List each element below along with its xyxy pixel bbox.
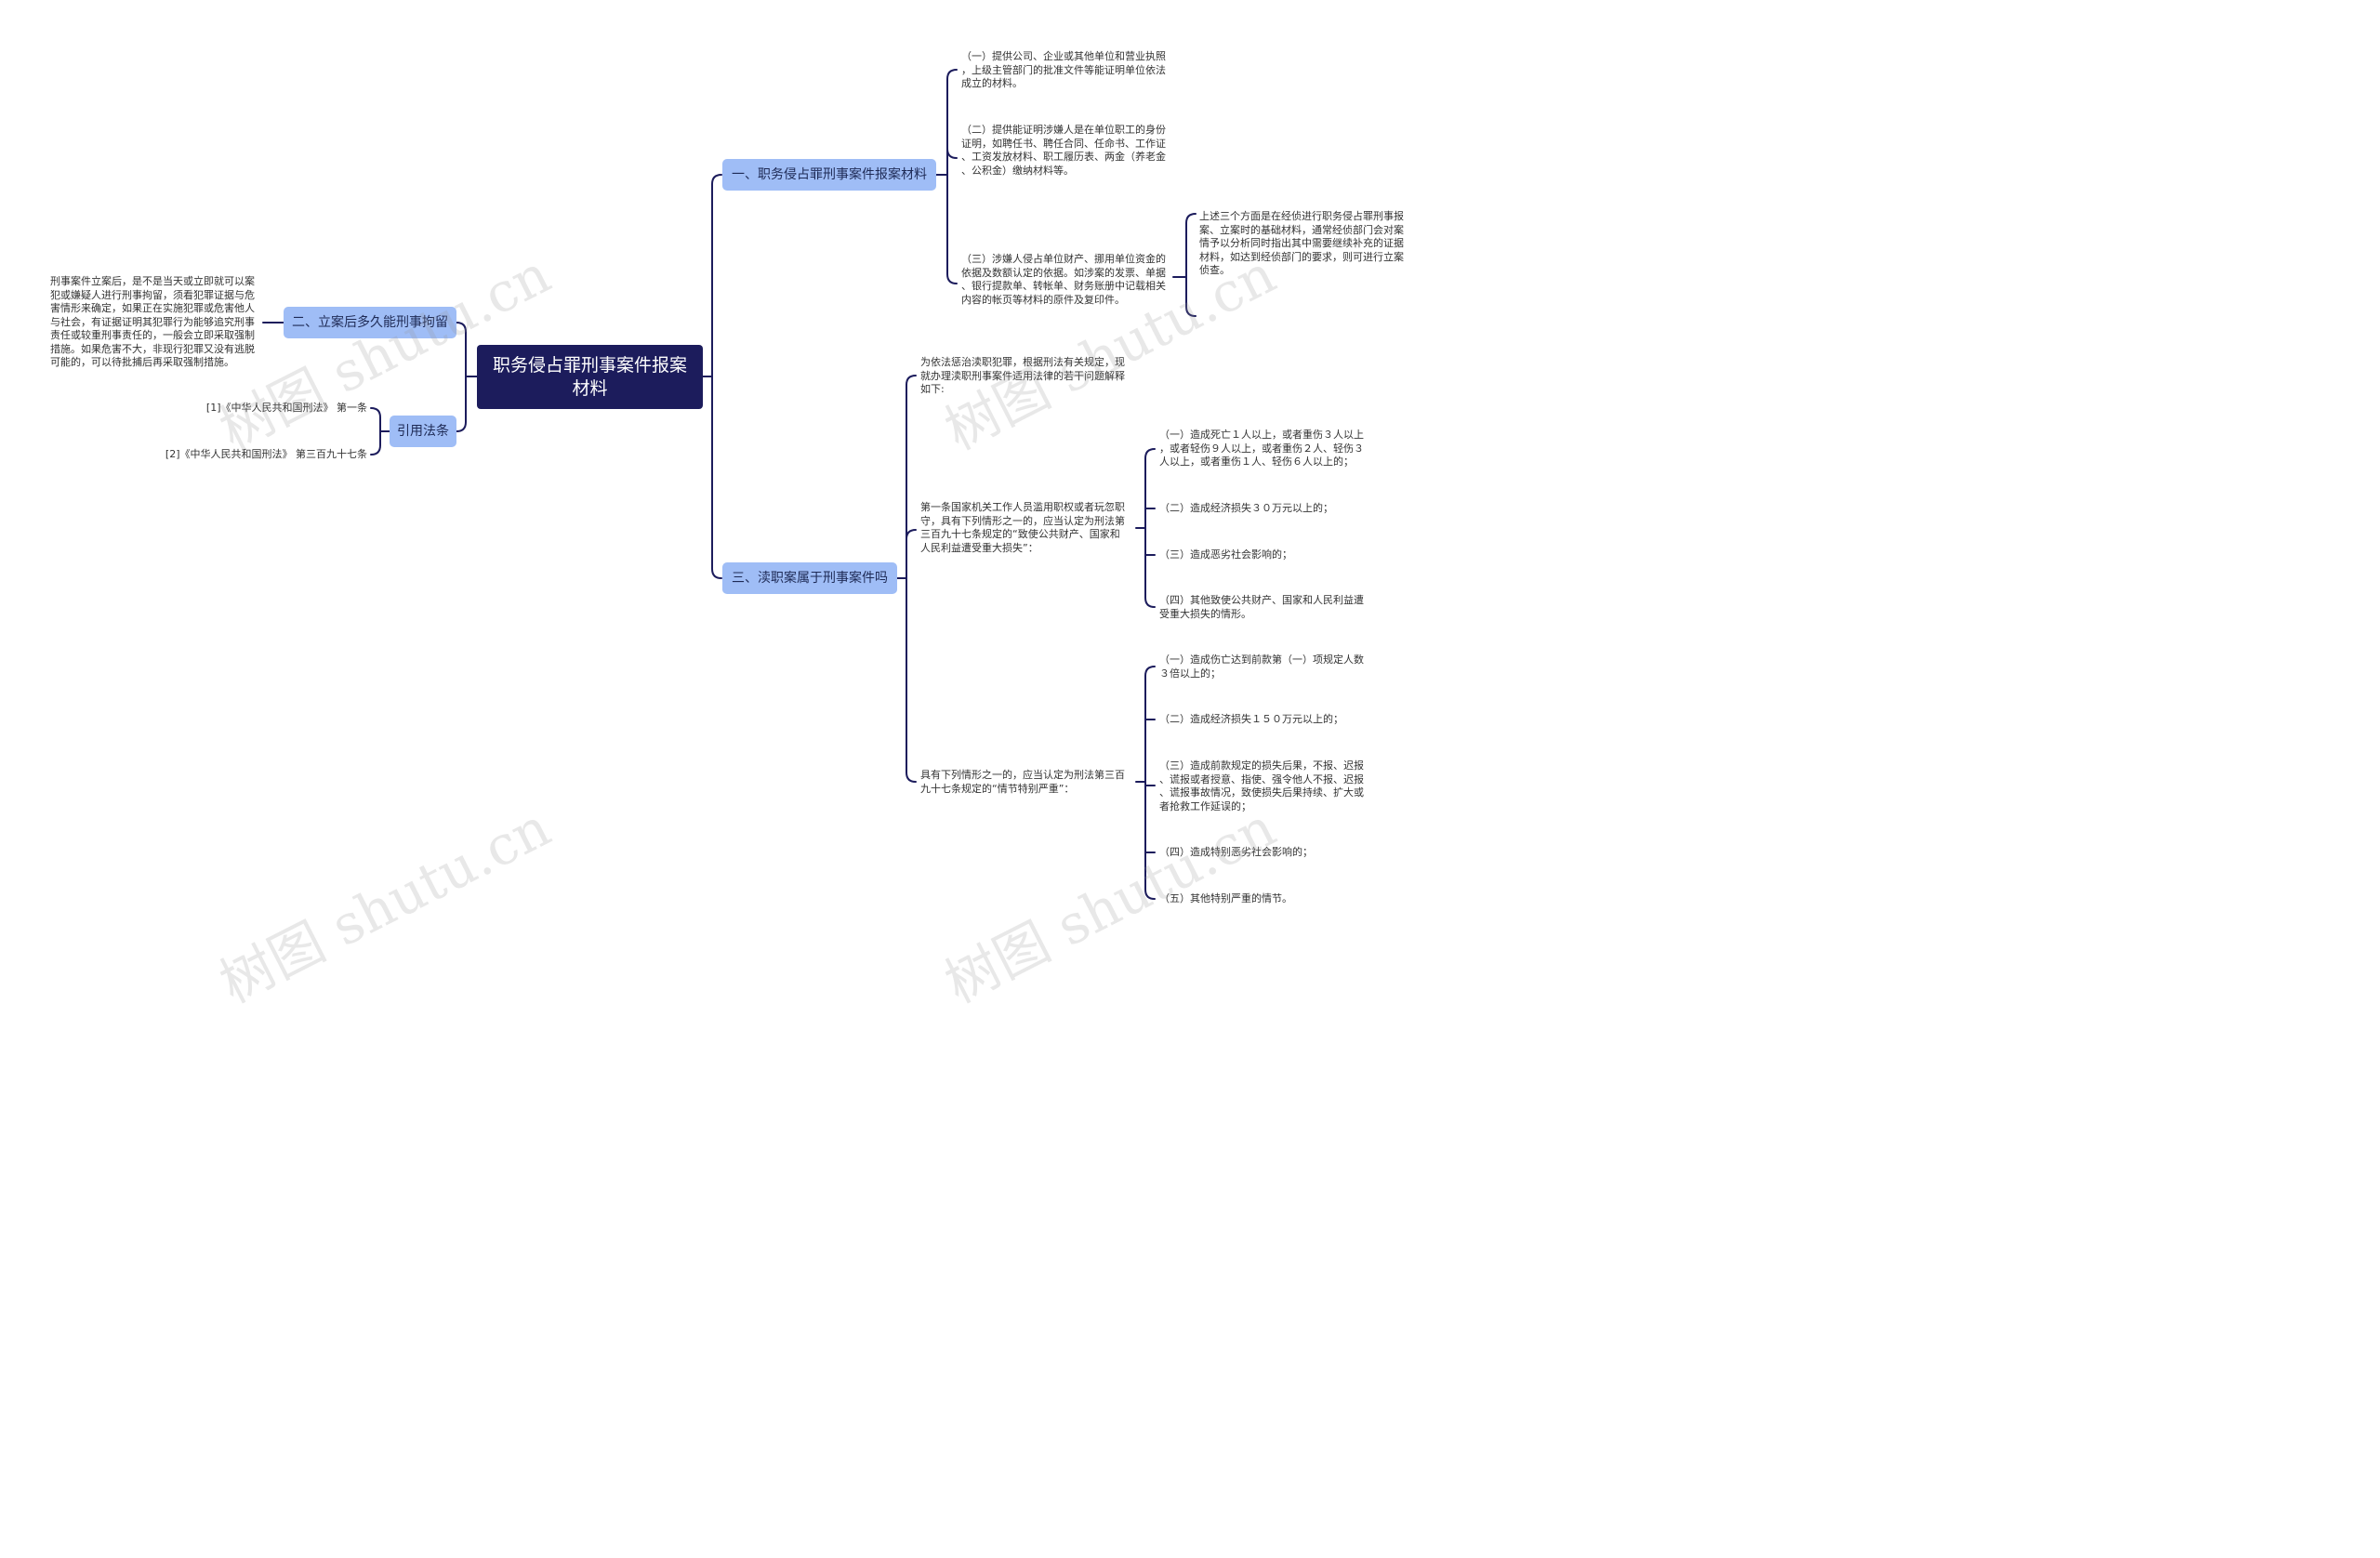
clause2-item-2[interactable]: （二）造成经济损失１５０万元以上的； — [1159, 713, 1343, 725]
cited-law-ref-2[interactable]: [2]《中华人民共和国刑法》 第三百九十七条 — [165, 448, 367, 460]
connector-root-branch1 — [702, 174, 722, 377]
connector-b1-item1 — [935, 69, 958, 176]
connector-b4-intro — [896, 375, 917, 579]
connector-root-branch4 — [711, 376, 722, 579]
branch-malfeasance-criminal-label: 三、渎职案属于刑事案件吗 — [732, 571, 888, 586]
connector-b3-ref1 — [370, 407, 390, 432]
branch-report-materials-label: 一、职务侵占罪刑事案件报案材料 — [732, 167, 927, 182]
clause1-item-3[interactable]: （三）造成恶劣社会影响的； — [1159, 548, 1292, 561]
clause1-text[interactable]: 第一条国家机关工作人员滥用职权或者玩忽职 守，具有下列情形之一的，应当认定为刑法… — [920, 501, 1125, 554]
connector-c1-item4 — [1144, 527, 1156, 608]
branch-report-materials[interactable]: 一、职务侵占罪刑事案件报案材料 — [722, 159, 936, 191]
connector-b1-item3 — [946, 174, 958, 284]
connector-b4-clause1 — [906, 529, 917, 540]
connector-root-branch3 — [456, 376, 467, 432]
clause1-item-4[interactable]: （四）其他致使公共财产、国家和人民利益遭 受重大损失的情形。 — [1159, 594, 1364, 620]
root-title: 职务侵占罪刑事案件报案材料 — [492, 354, 687, 399]
report-material-item-2[interactable]: （二）提供能证明涉嫌人是在单位职工的身份 证明，如聘任书、聘任合同、任命书、工作… — [961, 124, 1166, 177]
connector-item3-note-top — [1172, 213, 1197, 278]
connector-c1-item1 — [1135, 448, 1156, 529]
branch-cited-laws[interactable]: 引用法条 — [390, 416, 456, 447]
connector-root-branch2 — [456, 322, 478, 377]
clause2-text[interactable]: 具有下列情形之一的，应当认定为刑法第三百 九十七条规定的“情节特别严重”： — [920, 769, 1125, 795]
detention-timing-text[interactable]: 刑事案件立案后，是不是当天或立即就可以案 犯或嫌疑人进行刑事拘留，须看犯罪证据与… — [50, 275, 255, 368]
connector-b3-ref2 — [370, 430, 381, 456]
branch-detention-timing-label: 二、立案后多久能刑事拘留 — [292, 315, 448, 330]
clause2-item-3[interactable]: （三）造成前款规定的损失后果，不报、迟报 、谎报或者授意、指使、强令他人不报、迟… — [1159, 759, 1364, 812]
report-material-note[interactable]: 上述三个方面是在经侦进行职务侵占罪刑事报 案、立案时的基础材料，通常经侦部门会对… — [1199, 210, 1404, 276]
malfeasance-intro[interactable]: 为依法惩治渎职犯罪，根据刑法有关规定，现 就办理渎职刑事案件适用法律的若干问题解… — [920, 356, 1125, 395]
connector-b4-clause2 — [906, 577, 917, 783]
root-node[interactable]: 职务侵占罪刑事案件报案材料 — [477, 345, 703, 409]
report-material-item-1[interactable]: （一）提供公司、企业或其他单位和营业执照 ，上级主管部门的批准文件等能证明单位依… — [961, 50, 1166, 89]
connector-c2-item1 — [1135, 666, 1156, 783]
clause1-item-2[interactable]: （二）造成经济损失３０万元以上的； — [1159, 502, 1333, 514]
branch-malfeasance-criminal[interactable]: 三、渎职案属于刑事案件吗 — [722, 562, 897, 594]
connector-c2-item5 — [1144, 781, 1156, 900]
branch-cited-laws-label: 引用法条 — [397, 424, 449, 439]
mindmap-canvas: 职务侵占罪刑事案件报案材料 一、职务侵占罪刑事案件报案材料 （一）提供公司、企业… — [0, 0, 1458, 1015]
connector-lines — [262, 69, 1197, 900]
clause2-item-1[interactable]: （一）造成伤亡达到前款第（一）项规定人数 ３倍以上的； — [1159, 654, 1364, 680]
branch-detention-timing[interactable]: 二、立案后多久能刑事拘留 — [284, 307, 456, 338]
clause1-item-1[interactable]: （一）造成死亡１人以上，或者重伤３人以上 ，或者轻伤９人以上，或者重伤２人、轻伤… — [1159, 429, 1364, 468]
clause2-item-5[interactable]: （五）其他特别严重的情节。 — [1159, 892, 1292, 904]
connector-b1-item2 — [946, 148, 958, 159]
connector-item3-note-bottom — [1185, 276, 1197, 317]
report-material-item-3[interactable]: （三）涉嫌人侵占单位财产、挪用单位资金的 依据及数额认定的依据。如涉案的发票、单… — [961, 253, 1166, 306]
clause2-item-4[interactable]: （四）造成特别恶劣社会影响的； — [1159, 846, 1313, 858]
cited-law-ref-1[interactable]: [1]《中华人民共和国刑法》 第一条 — [205, 402, 367, 414]
